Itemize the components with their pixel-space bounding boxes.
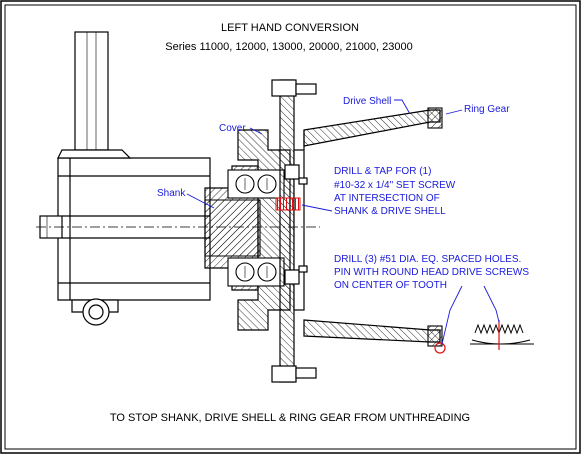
inner-border <box>4 4 577 450</box>
tap-note: DRILL & TAP FOR (1) #10-32 x 1/4" SET SC… <box>334 166 456 217</box>
series-subtitle: Series 11000, 12000, 13000, 20000, 21000… <box>165 41 413 53</box>
drill-note-leader-left <box>441 285 463 345</box>
cover-leader <box>249 127 263 135</box>
shank-assembly <box>39 31 211 326</box>
shank-core <box>204 199 261 257</box>
drive-shell-flange <box>271 79 317 383</box>
tap-note-line2: #10-32 x 1/4" SET SCREW <box>334 180 456 191</box>
drive-shell-label: Drive Shell <box>343 96 391 107</box>
tap-note-line1: DRILL & TAP FOR (1) <box>334 166 431 177</box>
drive-shell-cone <box>303 109 441 343</box>
page-title: LEFT HAND CONVERSION <box>221 22 359 34</box>
drive-shell-leader <box>394 99 411 115</box>
tap-note-leader <box>301 204 333 212</box>
upper-bearing <box>227 169 285 199</box>
set-screw-highlight <box>275 197 301 211</box>
ring-gear-leader <box>445 109 463 115</box>
ring-gear-label: Ring Gear <box>464 104 510 115</box>
ring-gear-upper <box>427 107 443 129</box>
shank-leader <box>186 193 215 209</box>
gear-tooth-detail <box>470 323 534 345</box>
drill-note-line2: PIN WITH ROUND HEAD DRIVE SCREWS <box>334 267 529 278</box>
lower-bearing <box>227 257 285 287</box>
drill-note-line1: DRILL (3) #51 DIA. EQ. SPACED HOLES. <box>334 254 521 265</box>
drill-note-leader-right <box>483 285 500 323</box>
footer-caption: TO STOP SHANK, DRIVE SHELL & RING GEAR F… <box>110 412 470 424</box>
drill-note-line3: ON CENTER OF TOOTH <box>334 280 447 291</box>
drill-note: DRILL (3) #51 DIA. EQ. SPACED HOLES. PIN… <box>334 254 529 291</box>
tap-note-line3: AT INTERSECTION OF <box>334 193 440 204</box>
drill-hole-highlight <box>434 342 446 354</box>
shank-label: Shank <box>157 188 186 199</box>
cover-label: Cover <box>219 123 246 134</box>
tap-note-line4: SHANK & DRIVE SHELL <box>334 206 446 217</box>
